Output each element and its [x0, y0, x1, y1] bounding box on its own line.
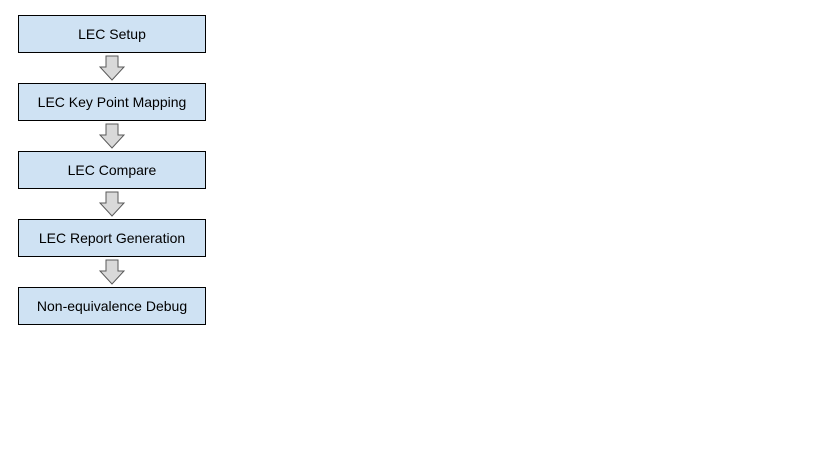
down-arrow-icon	[99, 259, 125, 285]
step-label: Non-equivalence Debug	[36, 298, 188, 314]
step-lec-compare: LEC Compare	[18, 151, 206, 189]
flow-arrow	[18, 189, 206, 219]
step-lec-setup: LEC Setup	[18, 15, 206, 53]
step-label: LEC Compare	[67, 162, 157, 178]
step-label: LEC Setup	[78, 26, 146, 42]
step-lec-report-generation: LEC Report Generation	[18, 219, 206, 257]
flow-arrow	[18, 53, 206, 83]
step-lec-key-point-mapping: LEC Key Point Mapping	[18, 83, 206, 121]
flow-arrow	[18, 121, 206, 151]
step-label: LEC Report Generation	[38, 230, 186, 246]
down-arrow-icon	[99, 191, 125, 217]
down-arrow-icon	[99, 123, 125, 149]
down-arrow-icon	[99, 55, 125, 81]
flow-arrow	[18, 257, 206, 287]
step-label: LEC Key Point Mapping	[37, 94, 187, 110]
step-non-equivalence-debug: Non-equivalence Debug	[18, 287, 206, 325]
flowchart: LEC Setup LEC Key Point Mapping LEC Comp…	[18, 15, 206, 325]
